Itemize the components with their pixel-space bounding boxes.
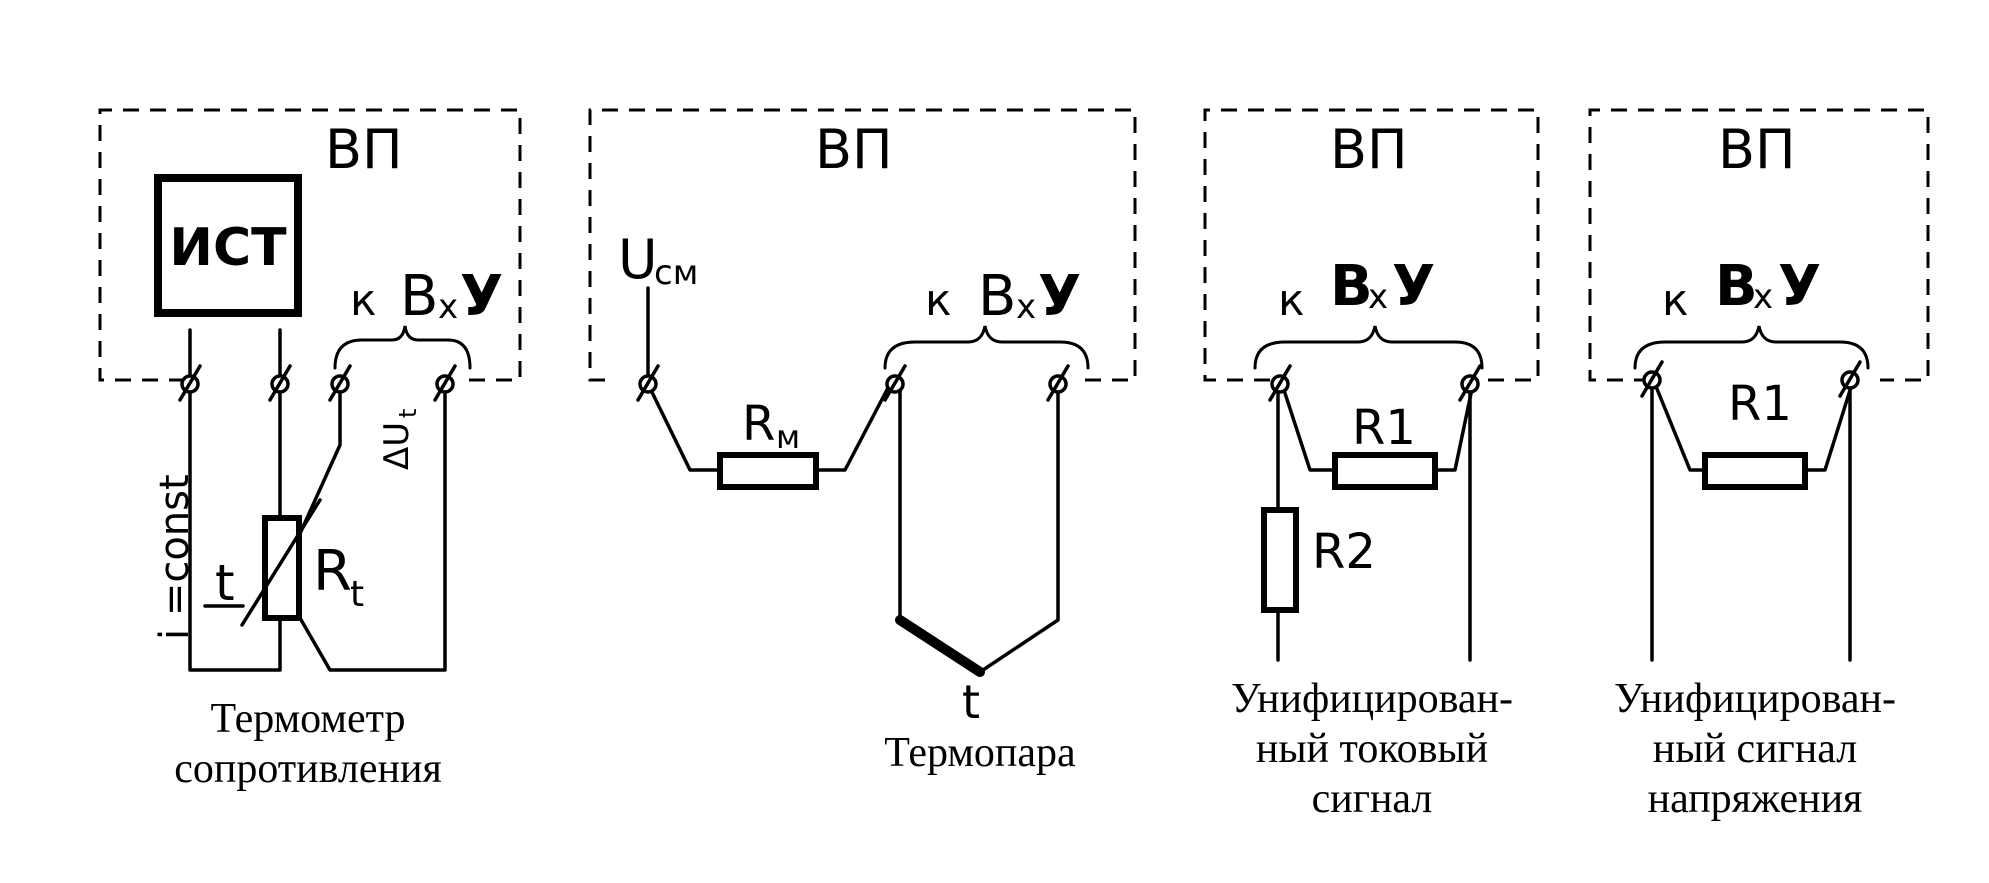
svg-text:У: У <box>1392 254 1435 319</box>
temperature-label: t <box>962 675 980 729</box>
svg-text:к: к <box>1278 275 1305 326</box>
source-loop-wire <box>188 328 282 672</box>
thermistor-label: R t <box>313 539 364 615</box>
terminal <box>883 364 907 402</box>
caption-line: Термопара <box>884 730 1076 776</box>
terminal <box>268 364 292 402</box>
input-brace <box>1253 325 1484 370</box>
resistor-r2 <box>1261 507 1299 613</box>
caption-line: Термометр <box>211 696 406 742</box>
svg-text:В: В <box>978 264 1016 329</box>
resistor-r1-label: R1 <box>1728 376 1792 432</box>
input-device-label: к В х У <box>1662 254 1821 326</box>
svg-text:х: х <box>1753 277 1773 317</box>
input-brace <box>333 325 472 370</box>
svg-text:см: см <box>654 253 698 293</box>
svg-text:В: В <box>1330 254 1373 319</box>
panel-resistance-thermometer: ВП ИСТ к В х У t R t <box>98 108 522 792</box>
svg-text:к: к <box>350 275 377 326</box>
svg-text:к: к <box>925 275 952 326</box>
caption-line: сопротивления <box>174 746 442 792</box>
constant-current-label: i =const <box>152 474 198 640</box>
caption-line: Унифицирован- <box>1614 676 1896 722</box>
svg-text:к: к <box>1662 275 1689 326</box>
r1-wire-right <box>1803 382 1854 472</box>
svg-text:t: t <box>350 574 364 615</box>
input-brace <box>1633 325 1870 370</box>
svg-text:В: В <box>400 264 438 329</box>
terminal <box>1838 360 1862 398</box>
panel-thermocouple: ВП U см к В х У R м t <box>588 108 1137 776</box>
thermocouple-junction <box>895 615 985 677</box>
thermistor-rt <box>262 515 302 621</box>
svg-text:х: х <box>438 287 458 327</box>
vp-block-frame <box>1588 108 1930 382</box>
r1-wire-left <box>1280 382 1337 472</box>
rm-wire-left <box>646 382 722 472</box>
vp-block-label: ВП <box>1718 118 1796 181</box>
input-device-label: к В х У <box>350 264 503 329</box>
svg-text:U: U <box>618 228 658 291</box>
terminal <box>1458 364 1482 402</box>
vp-block-frame <box>588 108 1137 382</box>
temperature-label: t <box>215 554 235 612</box>
r1-wire-right <box>1433 382 1475 472</box>
caption-line: сигнал <box>1312 776 1433 822</box>
svg-text:У: У <box>1778 254 1821 319</box>
input-device-label: к В х У <box>1278 254 1435 326</box>
terminal <box>636 364 660 402</box>
panel-unified-voltage-signal: ВП к В х У R1 Унифицирован- ный сигнал н… <box>1588 108 1930 822</box>
input-device-label: к В х У <box>925 264 1081 329</box>
resistor-r1 <box>1332 452 1438 490</box>
vp-block-frame <box>98 108 522 382</box>
svg-text:R: R <box>742 396 775 452</box>
terminal <box>178 364 202 402</box>
vp-block-label: ВП <box>815 118 893 181</box>
svg-text:У: У <box>1038 264 1081 329</box>
svg-text:х: х <box>1016 287 1036 327</box>
svg-text:м: м <box>776 418 800 456</box>
current-source-label: ИСТ <box>169 218 287 278</box>
vp-block-label: ВП <box>1330 118 1408 181</box>
vp-block-label: ВП <box>325 118 403 181</box>
svg-text:х: х <box>1368 277 1388 317</box>
voltage-drop-label: ΔU t <box>377 409 422 470</box>
caption-line: напряжения <box>1648 776 1863 822</box>
resistor-rm-label: R м <box>742 396 800 456</box>
thermocouple-leg-right <box>978 382 1060 674</box>
r1-wire-left <box>1653 382 1707 472</box>
current-source-box <box>154 174 302 317</box>
terminal <box>1640 360 1664 398</box>
svg-text:У: У <box>460 264 503 329</box>
svg-text:ΔU: ΔU <box>377 422 417 470</box>
input-brace <box>883 325 1090 370</box>
terminal <box>1046 364 1070 402</box>
resistor-r2-label: R2 <box>1312 524 1376 580</box>
caption-line: ный токовый <box>1256 726 1488 772</box>
svg-text:t: t <box>394 409 422 418</box>
vp-block-frame <box>1203 108 1540 382</box>
terminal <box>328 364 352 402</box>
svg-text:R: R <box>313 539 352 604</box>
terminal <box>433 364 457 402</box>
bias-voltage-label: U см <box>618 228 698 293</box>
resistor-rm <box>717 452 819 490</box>
svg-text:В: В <box>1715 254 1758 319</box>
rm-wire-right <box>814 382 892 472</box>
caption-line: Унифицирован- <box>1231 676 1513 722</box>
panel-unified-current-signal: ВП к В х У R1 R2 Унифицирован- ный токов… <box>1203 108 1540 822</box>
resistor-r1-label: R1 <box>1352 400 1416 456</box>
sense-wire-right <box>298 382 447 672</box>
resistor-r1 <box>1702 452 1808 490</box>
thermistor-slash <box>240 498 322 627</box>
terminal <box>1268 364 1292 402</box>
caption-line: ный сигнал <box>1653 726 1857 772</box>
